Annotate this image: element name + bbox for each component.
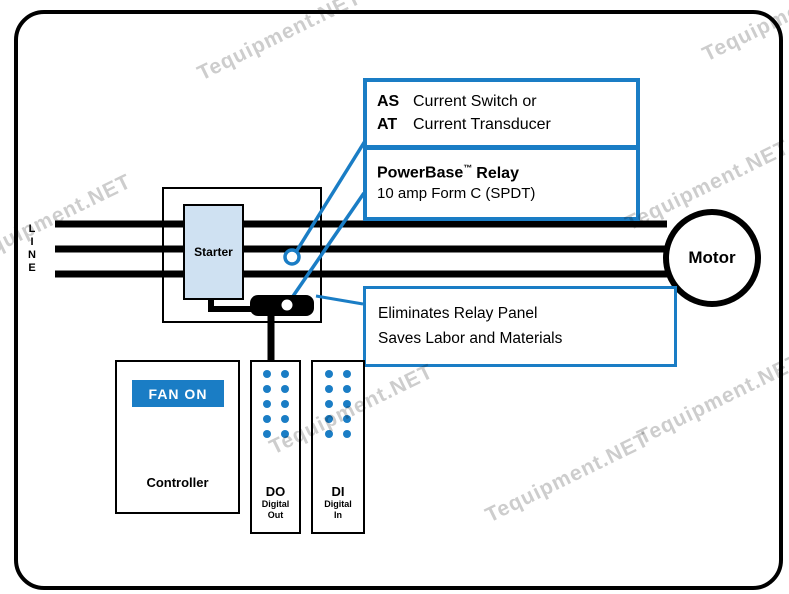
benefit-leader-line [315, 294, 364, 306]
terminal-dot [325, 370, 333, 378]
di-abbr: DI [331, 484, 345, 500]
sensor-term-at: AT [377, 116, 398, 133]
digital-in-module: DI Digital In [311, 360, 365, 534]
terminal-dot [325, 400, 333, 408]
di-terminal-dots [324, 370, 352, 438]
terminal-dot [325, 385, 333, 393]
sensor-term-as: AS [377, 93, 400, 111]
callout-current-sensor: AS Current Switch or AT Current Transduc… [363, 78, 640, 149]
terminal-dot [325, 415, 333, 423]
di-label-line1: Digital [324, 499, 352, 510]
fan-on-status-badge: FAN ON [132, 380, 224, 407]
terminal-dot [343, 385, 351, 393]
do-label: Digital Out [262, 499, 290, 520]
terminal-dot [280, 385, 289, 393]
controller-label: Controller [146, 475, 209, 490]
line-label: LINE [26, 223, 38, 275]
terminal-dot [262, 400, 271, 408]
terminal-dot [262, 385, 271, 393]
callout-benefits: Eliminates Relay Panel Saves Labor and M… [363, 286, 677, 367]
benefit-line-1: Eliminates Relay Panel [378, 305, 538, 323]
callout-row: AT Current Transducer [377, 114, 626, 136]
starter-label: Starter [194, 245, 233, 259]
current-sensor-node [283, 248, 301, 266]
terminal-dot [280, 400, 289, 408]
trademark-symbol: ™ [463, 163, 473, 174]
benefit-line-2: Saves Labor and Materials [378, 329, 563, 347]
controller-box: FAN ON Controller [115, 360, 240, 514]
sensor-text-as: Current Switch or [413, 93, 537, 111]
terminal-dot [343, 370, 351, 378]
callout-row: AS Current Switch or [377, 91, 626, 113]
relay-contact-node [278, 296, 296, 314]
terminal-dot [280, 370, 289, 378]
relay-leader-line [287, 192, 366, 303]
starter-box: Starter [183, 204, 244, 300]
sensor-text-at: Current Transducer [413, 116, 551, 133]
motor-circle: Motor [663, 209, 761, 307]
terminal-dot [262, 415, 271, 423]
sensor-leader-line [294, 132, 372, 253]
terminal-dot [343, 400, 351, 408]
do-label-line2: Out [267, 509, 284, 520]
motor-label: Motor [688, 248, 736, 267]
relay-title-rest: Relay [476, 164, 519, 182]
terminal-dot [343, 430, 351, 438]
do-abbr: DO [265, 484, 286, 500]
relay-subtitle: 10 amp Form C (SPDT) [377, 185, 536, 203]
di-label-line2: In [333, 509, 342, 520]
terminal-dot [280, 415, 289, 423]
digital-out-module: DO Digital Out [250, 360, 301, 534]
terminal-dot [280, 430, 289, 438]
do-terminal-dots [262, 370, 290, 438]
di-label: Digital In [324, 499, 352, 520]
do-label-line1: Digital [261, 499, 290, 510]
terminal-dot [325, 430, 333, 438]
relay-brand: PowerBase [377, 164, 464, 182]
terminal-dot [343, 415, 351, 423]
terminal-dot [262, 430, 271, 438]
terminal-dot [262, 370, 271, 378]
